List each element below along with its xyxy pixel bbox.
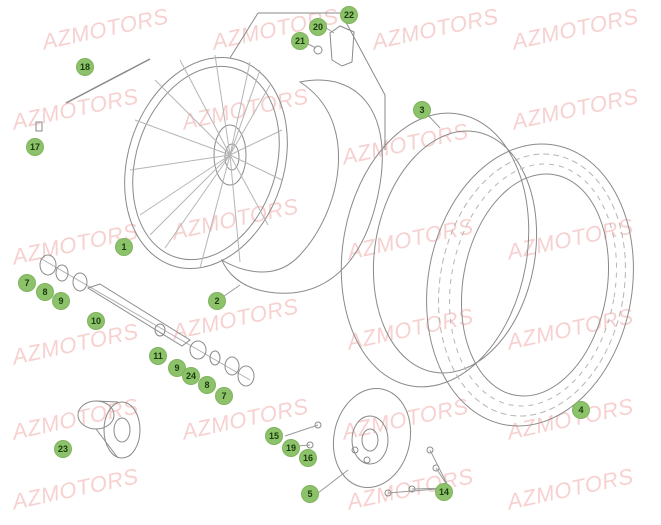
callout-19[interactable]: 19 [283,440,299,456]
callout-23[interactable]: 23 [55,441,71,457]
callout-16[interactable]: 16 [300,450,316,466]
inner-tube-part [340,112,538,388]
callout-1[interactable]: 1 [116,239,132,255]
tyre-tread [438,153,626,417]
spoke-part [65,58,151,104]
brake-disc-part [332,387,412,489]
leader-lines [216,27,450,494]
spoke-nipple-part [35,121,43,132]
axle-parts [39,254,255,387]
callout-2[interactable]: 2 [209,293,225,309]
callout-3[interactable]: 3 [414,102,430,118]
callout-11[interactable]: 11 [150,348,166,364]
hub-part [77,400,141,459]
bracket-line [258,12,386,150]
callout-9b[interactable]: 9 [169,360,185,376]
callout-22[interactable]: 22 [341,7,357,23]
callout-24[interactable]: 24 [183,368,199,384]
callout-9a[interactable]: 9 [53,293,69,309]
callout-4[interactable]: 4 [573,402,589,418]
bracket-line [229,12,259,59]
callout-10[interactable]: 10 [88,313,104,329]
valve-part [329,25,355,67]
callout-8b[interactable]: 8 [199,377,215,393]
callout-18[interactable]: 18 [77,59,93,75]
tyre-part [426,143,634,427]
callout-7b[interactable]: 7 [216,388,232,404]
callout-21[interactable]: 21 [292,33,308,49]
callout-7a[interactable]: 7 [19,275,35,291]
callout-8a[interactable]: 8 [37,284,53,300]
callout-20[interactable]: 20 [310,19,326,35]
callout-14[interactable]: 14 [436,484,452,500]
rim-tape-part [221,79,383,294]
axle-line [39,257,251,381]
callout-15[interactable]: 15 [266,428,282,444]
nut-part [313,45,323,55]
wheel-spokes [129,54,283,269]
callout-17[interactable]: 17 [27,139,43,155]
wheel-rim-part [124,56,288,270]
callout-5[interactable]: 5 [302,486,318,502]
bolt-parts [306,421,440,497]
